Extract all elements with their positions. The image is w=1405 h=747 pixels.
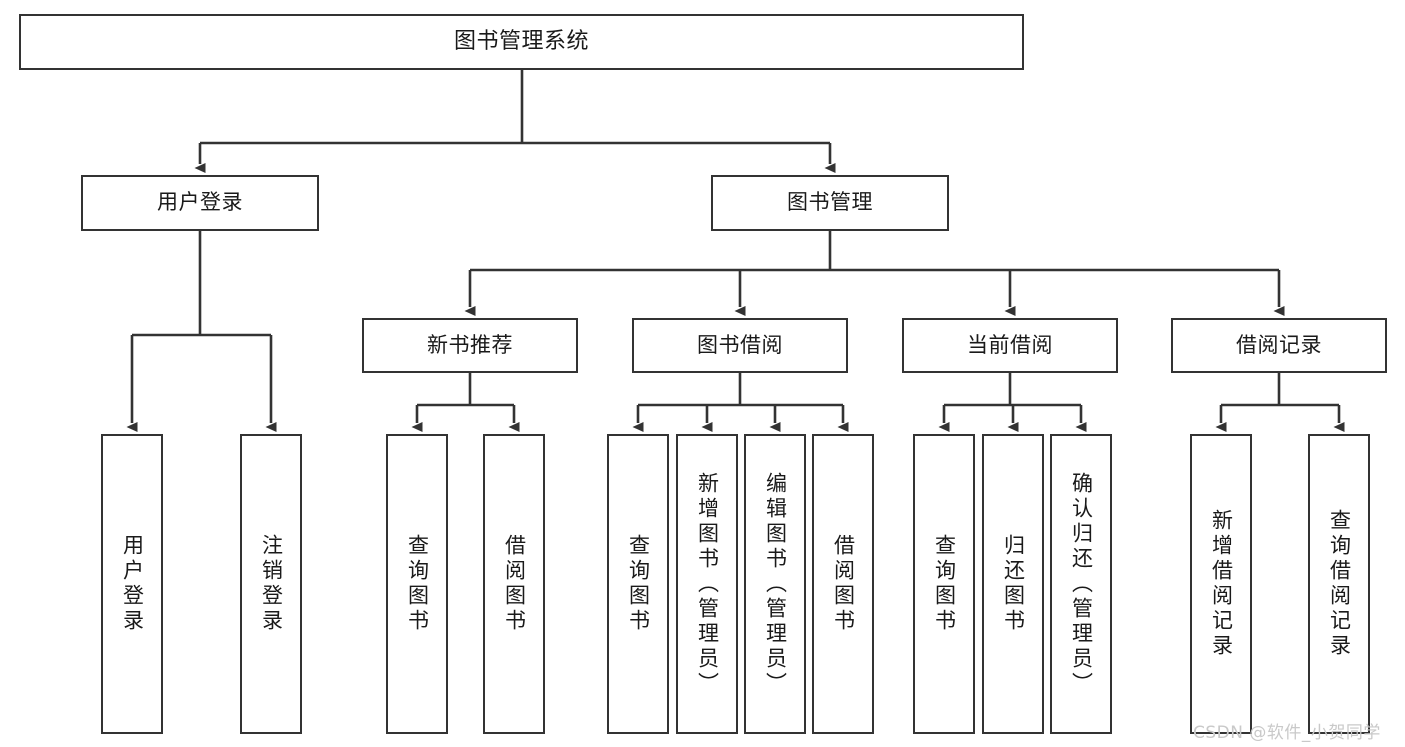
- node-query-book-3[interactable]: 查询图书: [913, 434, 975, 734]
- node-label-edit-book-admin: 编辑图书（管理员）: [763, 471, 788, 697]
- node-label-new-book-recommend: 新书推荐: [427, 332, 513, 357]
- node-label-user-logout: 注销登录: [259, 534, 284, 634]
- node-confirm-return-admin[interactable]: 确认归还（管理员）: [1050, 434, 1112, 734]
- node-borrow-book-1[interactable]: 借阅图书: [483, 434, 545, 734]
- csdn-watermark: CSDN @软件_小贺同学: [1193, 723, 1381, 743]
- node-query-borrow-record[interactable]: 查询借阅记录: [1308, 434, 1370, 734]
- node-label-query-book-1: 查询图书: [405, 534, 430, 634]
- node-label-return-book: 归还图书: [1001, 534, 1026, 634]
- node-label-book-manage: 图书管理: [787, 190, 873, 215]
- node-book-borrow[interactable]: 图书借阅: [632, 318, 848, 373]
- node-add-book-admin[interactable]: 新增图书（管理员）: [676, 434, 738, 734]
- node-label-add-borrow-record: 新增借阅记录: [1209, 509, 1234, 659]
- node-query-book-1[interactable]: 查询图书: [386, 434, 448, 734]
- node-label-query-book-3: 查询图书: [932, 534, 957, 634]
- node-return-book[interactable]: 归还图书: [982, 434, 1044, 734]
- node-borrow-record[interactable]: 借阅记录: [1171, 318, 1387, 373]
- node-label-book-borrow: 图书借阅: [697, 332, 783, 357]
- node-user-login-do[interactable]: 用户登录: [101, 434, 163, 734]
- node-current-borrow[interactable]: 当前借阅: [902, 318, 1118, 373]
- node-label-current-borrow: 当前借阅: [967, 332, 1053, 357]
- node-label-confirm-return-admin: 确认归还（管理员）: [1069, 471, 1094, 697]
- node-label-borrow-book-1: 借阅图书: [502, 534, 527, 634]
- node-label-query-borrow-record: 查询借阅记录: [1327, 509, 1352, 659]
- node-borrow-book-2[interactable]: 借阅图书: [812, 434, 874, 734]
- node-label-user-login-do: 用户登录: [120, 534, 145, 634]
- node-label-add-book-admin: 新增图书（管理员）: [695, 471, 720, 697]
- node-query-book-2[interactable]: 查询图书: [607, 434, 669, 734]
- node-user-login[interactable]: 用户登录: [81, 175, 319, 231]
- node-book-manage[interactable]: 图书管理: [711, 175, 949, 231]
- node-user-logout[interactable]: 注销登录: [240, 434, 302, 734]
- node-label-user-login: 用户登录: [157, 190, 243, 215]
- node-edit-book-admin[interactable]: 编辑图书（管理员）: [744, 434, 806, 734]
- node-label-borrow-record: 借阅记录: [1236, 332, 1322, 357]
- node-new-book-recommend[interactable]: 新书推荐: [362, 318, 578, 373]
- node-root[interactable]: 图书管理系统: [19, 14, 1024, 70]
- node-label-query-book-2: 查询图书: [626, 534, 651, 634]
- node-add-borrow-record[interactable]: 新增借阅记录: [1190, 434, 1252, 734]
- node-label-root: 图书管理系统: [453, 28, 589, 54]
- node-label-borrow-book-2: 借阅图书: [831, 534, 856, 634]
